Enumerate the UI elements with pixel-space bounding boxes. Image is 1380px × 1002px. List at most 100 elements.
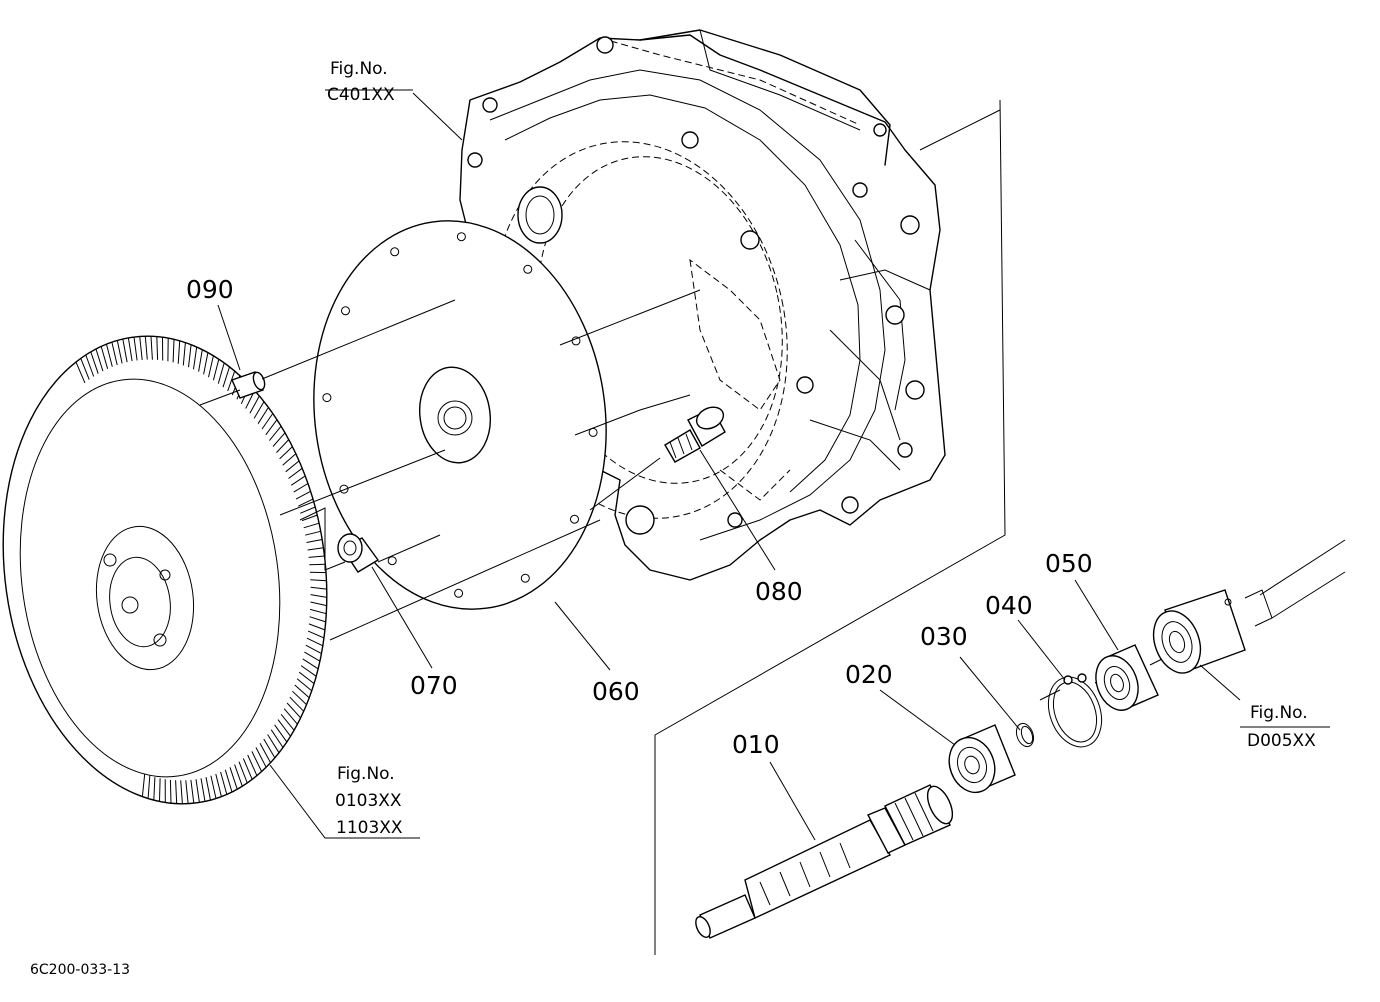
bushing-070 (337, 533, 380, 573)
gear-tooth (80, 358, 90, 380)
gear-tooth (212, 359, 220, 381)
gear-tooth (127, 337, 133, 362)
transmission-housing (459, 29, 946, 581)
gear-tooth (300, 665, 317, 677)
gear-tooth (242, 758, 253, 780)
callout-080: 080 (755, 577, 803, 606)
callout-070: 070 (410, 671, 458, 700)
fig-ref-housing: Fig.No. C401XX (327, 59, 395, 105)
gear-tooth (310, 579, 327, 582)
drive-plate (313, 220, 607, 610)
gear-tooth (285, 460, 300, 473)
fig-ref-housing-label: Fig.No. (330, 59, 388, 79)
gear-tooth (286, 702, 301, 719)
plate-bolt-hole (523, 264, 533, 274)
gear-tooth (308, 623, 326, 631)
shaft-010 (695, 784, 954, 939)
gear-tooth (95, 348, 104, 372)
gear-tooth (85, 354, 95, 377)
gear-tooth (280, 713, 295, 731)
gear-tooth (267, 734, 280, 753)
gear-tooth (190, 779, 195, 804)
gear-tooth (193, 346, 198, 370)
plate-bolt-hole (341, 306, 350, 316)
gear-tooth (106, 344, 113, 367)
gear-tooth (116, 340, 123, 364)
gear-tooth (253, 401, 265, 419)
gear-tooth (220, 771, 228, 795)
gear-tooth (288, 467, 303, 479)
plate-bolt-hole (570, 514, 579, 524)
gear-tooth (182, 342, 186, 366)
gear-tooth (283, 708, 298, 725)
fig-ref-housing-code: C401XX (327, 85, 395, 105)
gear-tooth (224, 769, 233, 793)
flywheel (2, 335, 328, 805)
gear-tooth (153, 777, 156, 801)
gear-tooth (185, 780, 189, 804)
leader-lines (217, 89, 1330, 841)
fig-ref-coupling-label: Fig.No. (1250, 703, 1308, 723)
gear-tooth (277, 719, 291, 737)
gear-tooth (172, 339, 175, 363)
gear-tooth (309, 563, 326, 566)
gear-tooth (100, 346, 109, 369)
fig-ref-coupling: Fig.No. D005XX (1247, 703, 1316, 751)
gear-tooth (217, 362, 225, 384)
gear-tooth (279, 446, 293, 460)
fig-ref-coupling-code: D005XX (1247, 731, 1316, 751)
callout-040: 040 (985, 591, 1033, 620)
gear-tooth (227, 370, 236, 392)
plate-bolt-hole (339, 484, 349, 494)
gear-tooth (133, 337, 138, 361)
gear-tooth (307, 630, 325, 639)
gear-tooth (122, 338, 128, 363)
gear-tooth (247, 754, 258, 776)
gear-tooth (222, 366, 230, 388)
plate-bolt-hole (456, 232, 466, 242)
hub-spline (437, 400, 473, 436)
gear-tooth (238, 761, 248, 784)
plate-bolt-hole (387, 556, 397, 566)
callout-050: 050 (1045, 549, 1093, 578)
plate-bolt-holes (322, 232, 598, 598)
gear-tooth (297, 498, 314, 507)
gear-tooth (274, 724, 288, 743)
gear-tooth (309, 616, 326, 623)
gear-tooth (292, 690, 307, 705)
bearing-020 (948, 724, 1016, 794)
gear-tooth (198, 349, 203, 372)
fig-ref-flywheel: Fig.No. 0103XX 1103XX (335, 764, 403, 838)
gear-tooth (188, 344, 192, 368)
gear-tooth (310, 601, 327, 607)
gear-tooth (169, 779, 172, 804)
gear-tooth (295, 490, 311, 500)
plate-bolt-hole (454, 588, 464, 598)
gear-tooth (310, 594, 327, 598)
drawing-code: 6C200-033-13 (30, 962, 130, 978)
gear-tooth (270, 729, 284, 748)
gear-tooth (159, 778, 161, 802)
gear-tooth (308, 555, 325, 558)
callout-labels: 090 070 060 080 010 020 030 040 050 (186, 275, 1093, 759)
gear-tooth (200, 778, 206, 802)
gear-tooth (302, 658, 319, 670)
circlip-030 (1015, 722, 1035, 748)
gear-tooth (307, 547, 324, 551)
gear-tooth (305, 530, 321, 536)
callout-060: 060 (592, 677, 640, 706)
gear-tooth (144, 336, 148, 360)
gear-tooth (265, 419, 278, 436)
plate-bolt-hole (571, 336, 581, 346)
gear-tooth (289, 696, 305, 712)
fig-ref-flywheel-code-1: 0103XX (335, 791, 402, 811)
gear-tooth (296, 678, 313, 692)
pin-090 (231, 371, 266, 399)
gear-tooth (150, 336, 153, 360)
gear-tooth (306, 539, 323, 543)
gear-tooth (301, 514, 318, 522)
gear-tooth (210, 775, 217, 799)
gear-tooth (310, 586, 327, 590)
